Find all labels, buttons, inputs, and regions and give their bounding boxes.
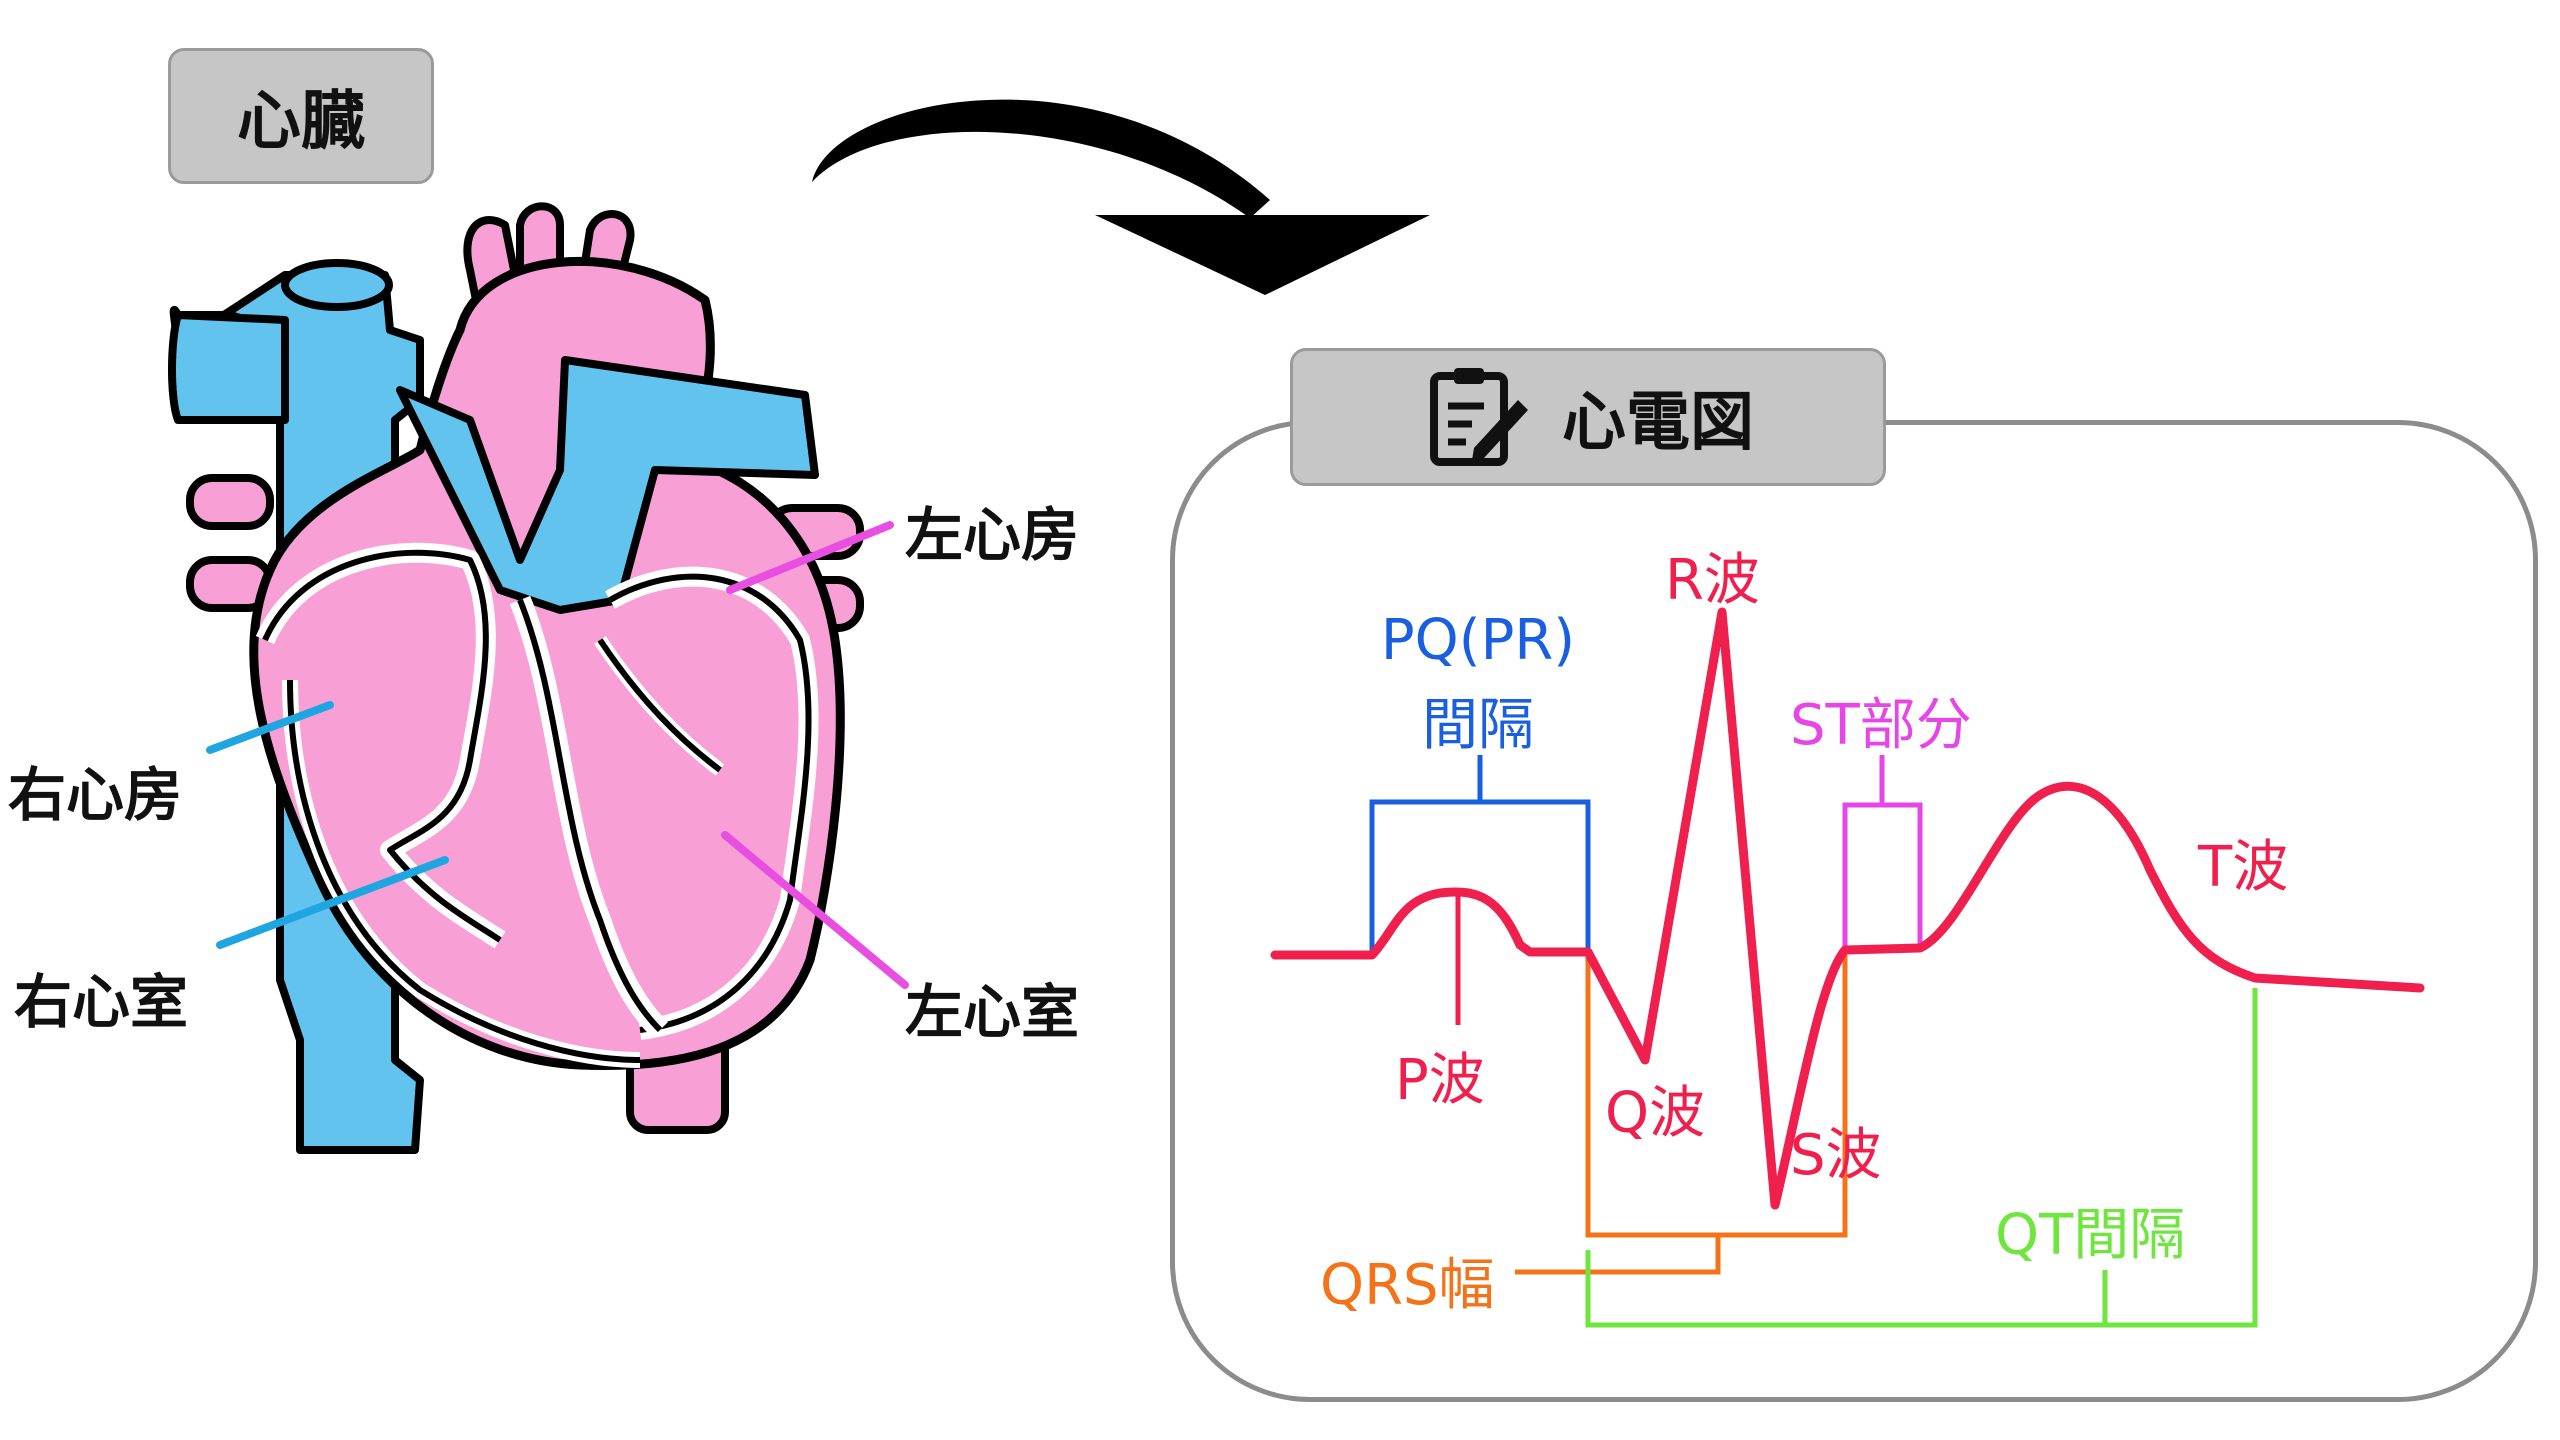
label-qrs-width: QRS幅 — [1320, 1253, 1495, 1318]
label-qt-interval: QT間隔 — [1995, 1203, 2186, 1268]
pulmonary-vein-stub — [186, 474, 274, 530]
label-left-ventricle: 左心室 — [905, 978, 1080, 1046]
label-q-wave: Q波 — [1605, 1081, 1706, 1146]
qt-interval-bracket — [1585, 988, 2258, 1328]
left-atrium-pointer — [726, 521, 894, 594]
right-ventricle-pointer — [216, 856, 449, 949]
right-atrium-pointer — [206, 701, 334, 754]
ecg-title-box: 心電図 — [1290, 348, 1886, 486]
flow-arrow — [812, 99, 1430, 295]
label-right-atrium: 右心房 — [8, 761, 183, 829]
clipboard-pencil-icon — [1430, 368, 1528, 466]
label-st-segment: ST部分 — [1790, 693, 1972, 758]
label-p-wave: P波 — [1395, 1048, 1485, 1113]
label-right-ventricle: 右心室 — [14, 968, 189, 1036]
pq-interval-bracket — [1369, 755, 1591, 955]
label-pq-interval-line1: PQ(PR) — [1380, 608, 1576, 673]
heart-title-box: 心臓 — [168, 48, 434, 184]
label-s-wave: S波 — [1790, 1123, 1882, 1188]
qrs-width-bracket — [1515, 955, 1848, 1275]
label-left-atrium: 左心房 — [905, 501, 1080, 569]
ecg-title: 心電図 — [1562, 386, 1754, 460]
label-t-wave: T波 — [2198, 835, 2289, 900]
label-r-wave: R波 — [1665, 548, 1760, 613]
left-ventricle-pointer — [721, 831, 909, 989]
label-pq-interval-line2: 間隔 — [1422, 693, 1534, 758]
pulmonary-artery — [396, 356, 819, 614]
ecg-panel — [1170, 420, 2538, 1402]
ecg-trace — [1270, 607, 2425, 1210]
st-segment-bracket — [1842, 755, 1923, 948]
heart-title: 心臓 — [237, 85, 365, 159]
